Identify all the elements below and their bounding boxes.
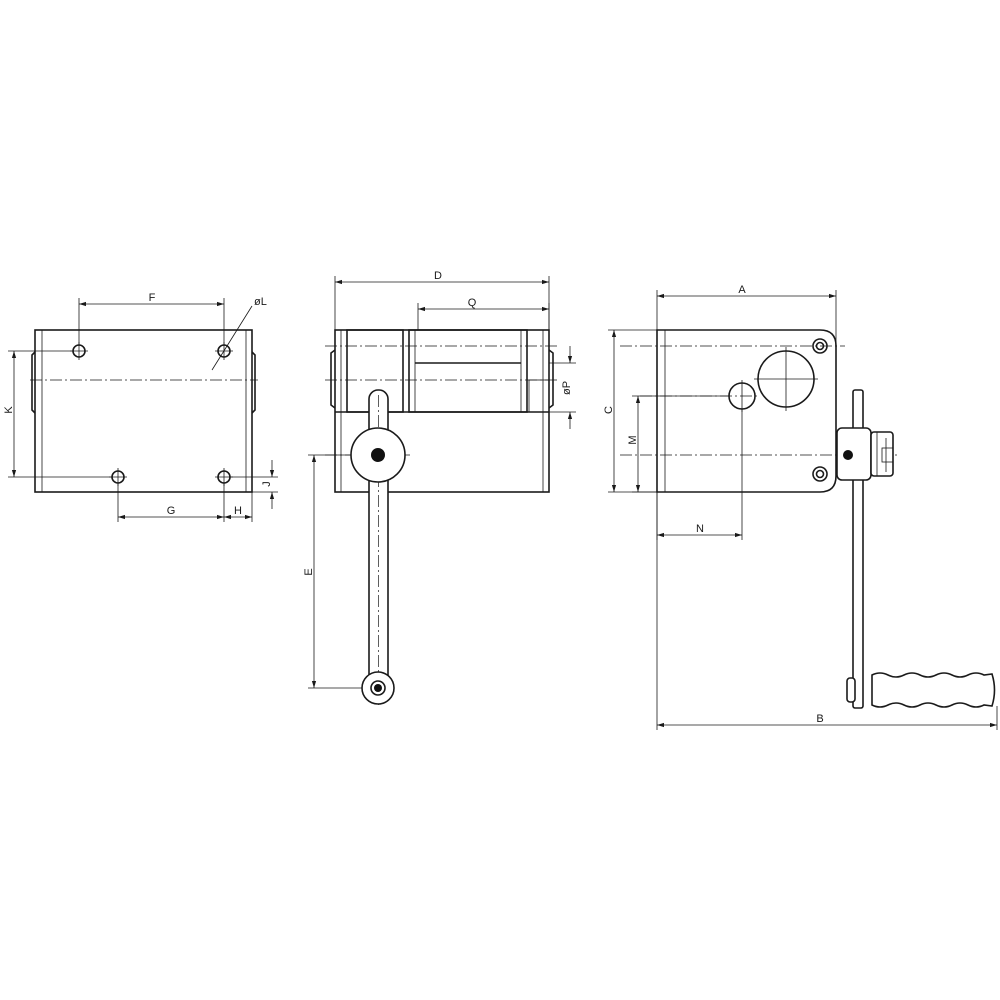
dimension-j-label: J xyxy=(261,481,273,487)
dimension-k-label: K xyxy=(3,406,15,414)
mounting-view: F øL K J G H xyxy=(3,292,278,522)
dimension-d-label: D xyxy=(434,270,442,282)
left-boss xyxy=(31,351,36,414)
dimension-c-label: C xyxy=(603,406,615,414)
front-view: D Q øP E xyxy=(303,270,576,705)
drum-outline xyxy=(408,329,528,413)
bolt-hole xyxy=(812,466,828,482)
shaft-end xyxy=(371,448,385,462)
dimension-l-label: øL xyxy=(254,296,267,308)
left-boss xyxy=(330,349,336,409)
dimension-h-label: H xyxy=(234,505,242,517)
right-boss xyxy=(251,351,256,414)
dimension-p-label: øP xyxy=(561,381,573,395)
side-view: A C M N B xyxy=(603,284,998,730)
dimension-b-label: B xyxy=(816,713,823,725)
ratchet-hub xyxy=(836,427,872,481)
dimension-e-label: E xyxy=(303,568,315,575)
dimension-f-label: F xyxy=(149,292,156,304)
dimension-q-label: Q xyxy=(468,297,477,309)
handle-grip xyxy=(871,672,996,708)
base-plate-outline xyxy=(34,329,253,493)
right-boss xyxy=(548,349,554,409)
bolt-hole xyxy=(812,338,828,354)
dimension-m-label: M xyxy=(627,435,639,444)
dimension-g-label: G xyxy=(167,505,176,517)
side-plate-outline xyxy=(656,329,837,493)
dimension-a-label: A xyxy=(738,284,746,296)
dimension-l-leader xyxy=(211,305,253,371)
dimension-n-label: N xyxy=(696,523,704,535)
mounting-holes xyxy=(70,342,233,486)
